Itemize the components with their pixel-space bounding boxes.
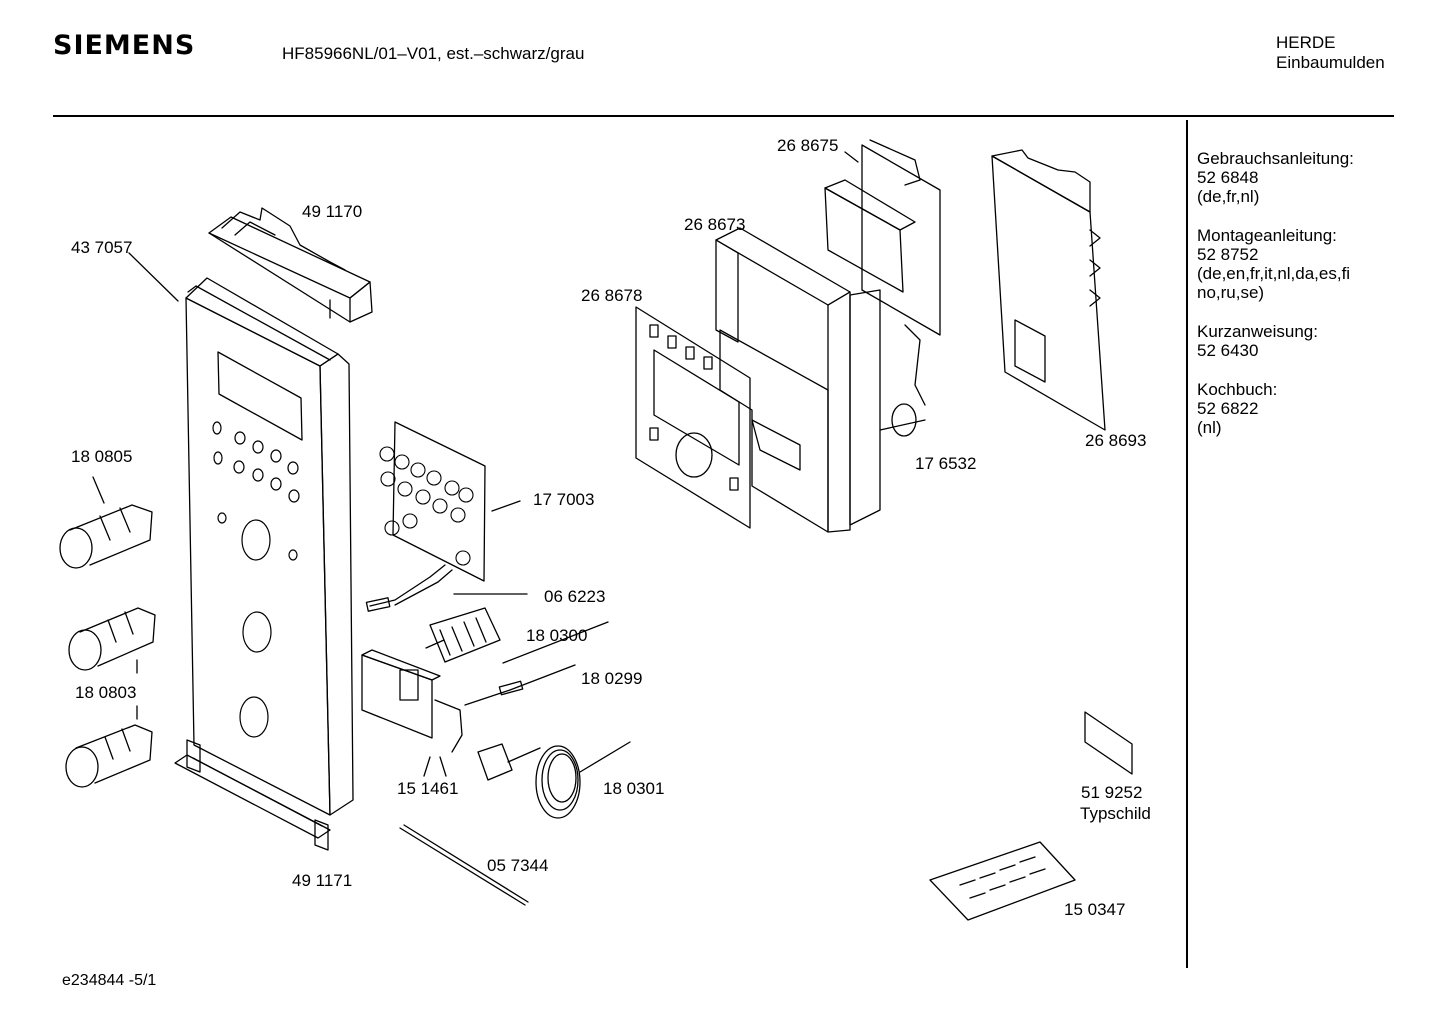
doc-number: 52 6822 (1197, 399, 1259, 418)
mounting-bracket (362, 650, 462, 752)
leader-151461a (424, 757, 430, 776)
doc-title: Montageanleitung: (1197, 226, 1337, 245)
exploded-view-drawing (0, 0, 1180, 1019)
category-einbaumulden: Einbaumulden (1276, 53, 1385, 72)
rod-180300 (503, 622, 608, 663)
screw-bag (930, 842, 1075, 920)
part-label-typschild: Typschild (1080, 804, 1151, 823)
model-title: HF85966NL/01–V01, est.–schwarz/grau (282, 44, 585, 63)
part-label-519252: 51 9252 (1081, 783, 1143, 802)
part-label-268673: 26 8673 (684, 215, 746, 234)
doc-languages: (de,en,fr,it,nl,da,es,fi no,ru,se) (1197, 264, 1351, 302)
control-frame (636, 307, 750, 528)
doc-kochbuch: Kochbuch: 52 6822 (nl) (1197, 380, 1387, 437)
part-label-151461: 15 1461 (397, 779, 459, 798)
doc-languages: (nl) (1197, 418, 1222, 437)
part-label-491171: 49 1171 (292, 871, 353, 890)
part-label-057344: 05 7344 (487, 856, 549, 875)
part-label-180803: 18 0803 (75, 683, 137, 702)
bottom-rail (175, 740, 330, 850)
documentation-list: Gebrauchsanleitung: 52 6848 (de,fr,nl) M… (1197, 149, 1387, 457)
part-label-180805: 18 0805 (71, 447, 133, 466)
leader-180805 (93, 477, 104, 503)
part-label-268675: 26 8675 (777, 136, 839, 155)
power-board (825, 140, 940, 405)
rod-057344-edge (404, 825, 528, 902)
category-herde: HERDE (1276, 33, 1336, 52)
part-label-437057: 43 7057 (71, 238, 133, 257)
part-label-066223: 06 6223 (544, 587, 606, 606)
button-board (380, 422, 485, 581)
part-label-176532: 17 6532 (915, 454, 977, 473)
rod-057344 (400, 828, 525, 905)
part-label-180300: 18 0300 (526, 626, 588, 645)
part-label-268693: 26 8693 (1085, 431, 1147, 450)
header-divider (53, 115, 1394, 117)
top-bracket (209, 208, 372, 322)
sensor-180299 (465, 665, 575, 705)
selector-switch (426, 608, 500, 662)
doc-number: 52 8752 (1197, 245, 1259, 264)
brand-logo: SIEMENS (53, 30, 196, 61)
doc-title: Kochbuch: (1197, 380, 1278, 399)
part-label-268678: 26 8678 (581, 286, 643, 305)
doc-number: 52 6848 (1197, 168, 1259, 187)
leader-151461b (440, 757, 446, 776)
doc-montageanleitung: Montageanleitung: 52 8752 (de,en,fr,it,n… (1197, 226, 1387, 302)
doc-title: Kurzanweisung: (1197, 322, 1318, 341)
doc-languages: (de,fr,nl) (1197, 187, 1260, 206)
rating-plate (1085, 712, 1132, 774)
part-label-177003: 17 7003 (533, 490, 595, 509)
front-panel (186, 278, 353, 815)
electronics-frame (716, 228, 925, 532)
part-label-180301: 18 0301 (603, 779, 665, 798)
back-cover (992, 150, 1105, 430)
part-label-180299: 18 0299 (581, 669, 643, 688)
doc-title: Gebrauchsanleitung: (1197, 149, 1354, 168)
leader-437057 (129, 253, 178, 301)
leader-268675 (845, 152, 858, 162)
part-label-150347: 15 0347 (1064, 900, 1126, 919)
doc-kurzanweisung: Kurzanweisung: 52 6430 (1197, 322, 1387, 360)
part-label-491170: 49 1170 (302, 202, 363, 221)
sidebar-divider (1186, 120, 1188, 968)
knob-180803b (66, 725, 152, 787)
doc-gebrauchsanleitung: Gebrauchsanleitung: 52 6848 (de,fr,nl) (1197, 149, 1387, 206)
knob-180803a (69, 608, 155, 670)
drawing-id: e234844 -5/1 (62, 972, 157, 989)
knob-180805 (60, 505, 152, 568)
thermostat-180301 (478, 742, 630, 818)
doc-number: 52 6430 (1197, 341, 1259, 360)
cable-066223 (366, 565, 452, 611)
leader-177003 (492, 501, 520, 511)
